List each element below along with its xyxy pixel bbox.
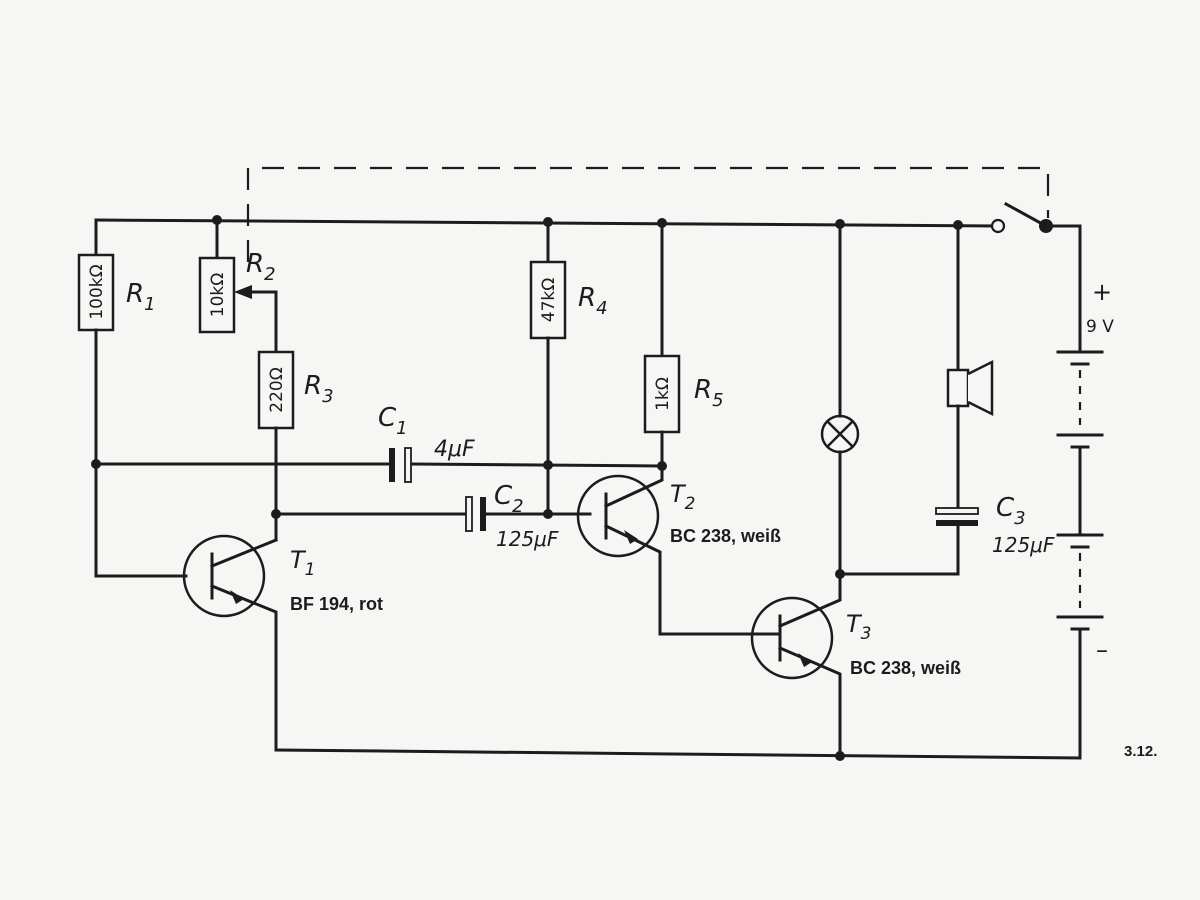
c1-value: 4μF — [434, 437, 475, 462]
bottom-rail — [274, 748, 1082, 760]
resistor-r1 — [77, 253, 115, 332]
capacitor-c2 — [465, 496, 486, 532]
junction-dots — [91, 215, 963, 761]
r2-value: 10kΩ — [208, 273, 228, 317]
t2-part: BC 238, weiß — [670, 526, 781, 546]
wire-switch-battery — [1044, 224, 1082, 354]
r5-label: R5 — [694, 375, 724, 411]
c3-label: C3 — [996, 493, 1026, 529]
c2-value: 125μF — [496, 527, 559, 551]
resistor-r4 — [529, 260, 567, 340]
t2-label: T2 — [670, 480, 696, 514]
r5-value: 1kΩ — [653, 377, 673, 411]
r1-label: R1 — [126, 279, 156, 315]
r4-value: 47kΩ — [539, 278, 559, 322]
speaker-icon — [946, 359, 994, 417]
potentiometer-r2 — [198, 256, 236, 334]
transistor-t3 — [750, 572, 842, 758]
r2-label: R2 — [246, 249, 276, 285]
switch-contact-open — [990, 218, 1006, 234]
switch-linkage — [246, 166, 1050, 262]
c2-label: C2 — [494, 481, 524, 517]
figure-number: 3.12. — [1124, 743, 1157, 760]
wiper-arrow-icon — [234, 285, 252, 299]
t1-label: T1 — [290, 546, 316, 580]
r4-label: R4 — [578, 283, 608, 319]
resistor-r3 — [257, 350, 295, 430]
battery-voltage: 9 V — [1086, 317, 1114, 337]
r3-label: R3 — [304, 371, 334, 407]
c3-value: 125μF — [992, 533, 1055, 557]
r1-value: 100kΩ — [87, 264, 107, 319]
t3-part: BC 238, weiß — [850, 658, 961, 678]
battery — [1056, 350, 1104, 760]
c1-label: C1 — [378, 403, 408, 439]
r3-value: 220Ω — [267, 367, 287, 412]
capacitor-c1 — [389, 447, 412, 483]
t3-label: T3 — [846, 610, 872, 644]
battery-minus: – — [1096, 636, 1108, 664]
capacitor-c3 — [935, 507, 979, 526]
lamp-icon — [820, 414, 860, 454]
switch-lever — [1003, 201, 1049, 229]
battery-plus: + — [1092, 278, 1112, 306]
t1-part: BF 194, rot — [290, 594, 383, 614]
transistor-t1 — [182, 534, 278, 752]
